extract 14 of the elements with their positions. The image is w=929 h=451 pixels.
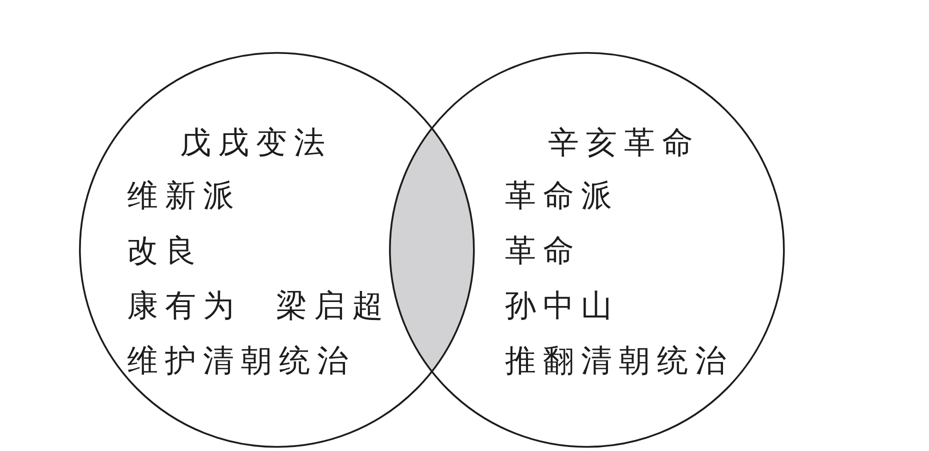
- term-label: 维护清朝统治: [126, 346, 355, 377]
- heading: 戊戌变法: [180, 128, 332, 159]
- shaded-overlap: [390, 128, 474, 372]
- term-label: 孙中山: [504, 290, 619, 322]
- term-label: 维新派: [126, 180, 241, 212]
- term-label: 推翻清朝统治: [504, 346, 733, 377]
- term-label: 康有为: [126, 290, 241, 322]
- term-label: 改良: [126, 236, 203, 267]
- term-label: 革命: [504, 236, 581, 267]
- heading: 辛亥革命: [548, 128, 700, 159]
- term-label: 梁启超: [276, 290, 390, 322]
- venn-circle: [79, 52, 475, 448]
- term-label: 革命派: [504, 180, 619, 212]
- venn-circle: [389, 52, 785, 448]
